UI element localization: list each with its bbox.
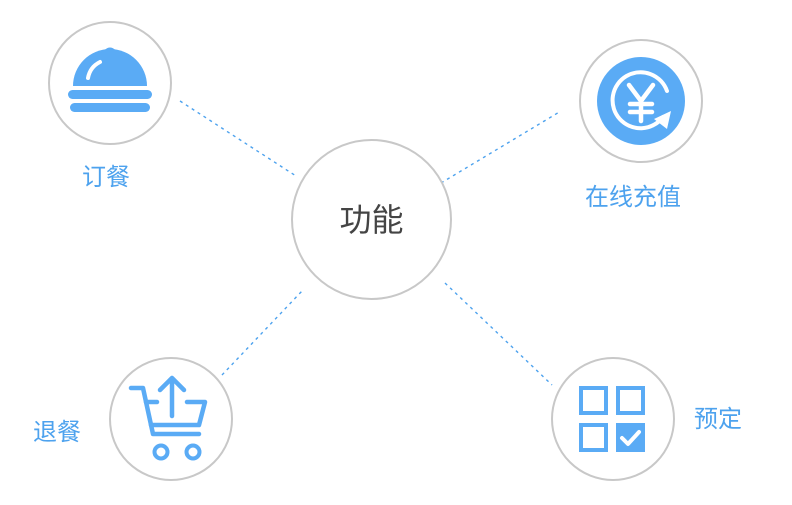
reserve-label: 预定 — [694, 405, 742, 433]
food-cloche-icon — [68, 47, 152, 112]
refund-label: 退餐 — [33, 418, 81, 446]
recharge-label: 在线充值 — [585, 183, 681, 211]
center-label: 功能 — [339, 201, 404, 239]
center-node — [291, 139, 452, 300]
order-label: 订餐 — [82, 163, 130, 191]
connector-order — [179, 100, 297, 177]
reserve-node[interactable] — [551, 357, 675, 481]
yuan-refresh-icon — [597, 57, 685, 145]
connector-recharge — [440, 110, 562, 184]
connector-refund — [221, 290, 303, 376]
refund-node[interactable] — [109, 357, 233, 481]
cart-return-icon — [128, 375, 208, 461]
grid-check-icon — [579, 386, 645, 452]
connector-reserve — [444, 282, 553, 386]
